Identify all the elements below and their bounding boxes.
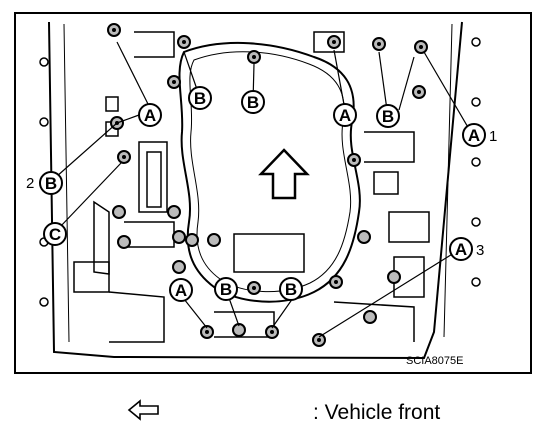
valve-body-outline [48,21,463,360]
up-arrow-icon [258,148,310,200]
bolt [232,323,246,337]
bolt-centers [112,28,423,342]
outline-left-arrow-icon [127,399,159,421]
svg-text:B: B [382,107,394,126]
callout-a-3: A 3 [449,237,484,261]
bolt [167,205,181,219]
svg-text:B: B [45,174,57,193]
callout-a: A [169,278,193,302]
svg-text:A: A [339,106,351,125]
bolt [357,230,371,244]
callout-b: B [376,104,400,128]
svg-text:A: A [455,240,467,259]
callout-b-2: B 2 [26,171,63,195]
svg-text:1: 1 [489,128,497,145]
svg-text:C: C [49,225,61,244]
callout-a-1: A 1 [462,123,497,147]
callout-b: B [188,86,212,110]
callout-b: B [214,277,238,301]
bolt [172,260,186,274]
valve-body-inner-edge [63,23,453,343]
callout-b: B [279,277,303,301]
callout-b: B [241,90,265,114]
callout-c: C [43,222,67,246]
bolt [112,205,126,219]
svg-text:B: B [247,93,259,112]
svg-text:B: B [220,280,232,299]
legend-vehicle-front: : Vehicle front [313,401,441,424]
svg-text:A: A [144,106,156,125]
svg-text:B: B [285,280,297,299]
bolt [363,310,377,324]
svg-text:A: A [175,281,187,300]
bolts [107,23,428,347]
bolt [172,230,186,244]
gasket-outline [178,41,361,303]
callout-a: A [333,103,357,127]
bolt [185,233,199,247]
image-code: SCIA8075E [406,355,463,367]
bolt [207,233,221,247]
bolt [117,235,131,249]
leader-lines [55,41,470,338]
svg-text:3: 3 [476,242,484,259]
right-valve-details [313,31,430,342]
svg-text:A: A [468,126,480,145]
diagram-canvas: A B B A B A 1 B 2 C A 3 A B [14,12,532,374]
callout-a: A [138,103,162,127]
bolt [387,270,401,284]
gasket-outline-inner [189,51,352,293]
svg-text:2: 2 [26,175,34,192]
svg-text:B: B [194,89,206,108]
